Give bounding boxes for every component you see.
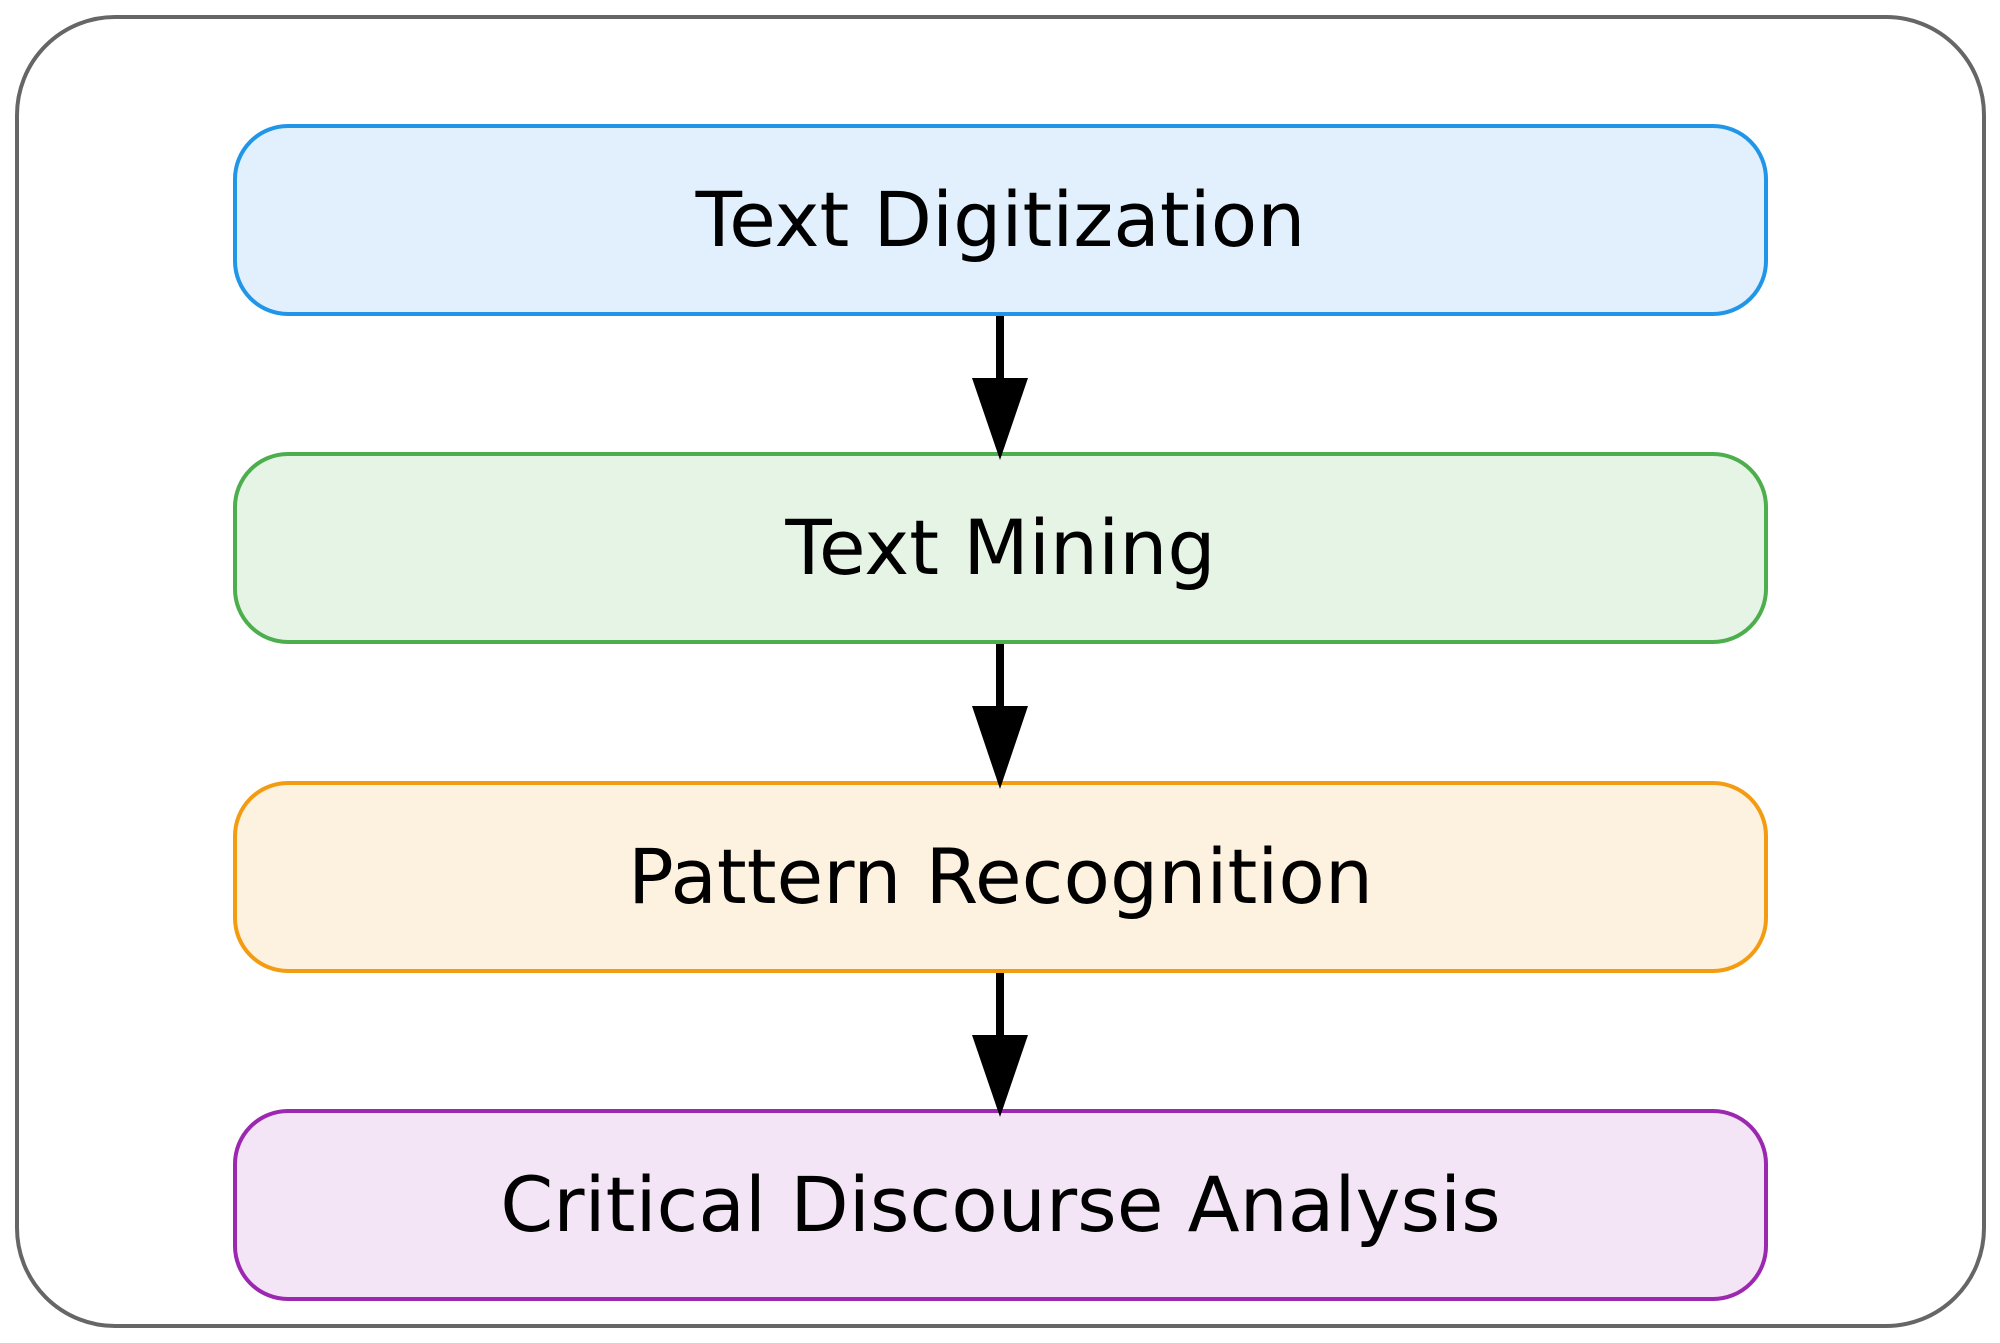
node-label: Pattern Recognition: [627, 832, 1374, 921]
node-pattern-recognition: Pattern Recognition: [233, 781, 1768, 973]
node-label: Text Digitization: [695, 175, 1306, 264]
node-text-mining: Text Mining: [233, 452, 1768, 644]
node-critical-discourse-analysis: Critical Discourse Analysis: [233, 1109, 1768, 1301]
node-text-digitization: Text Digitization: [233, 124, 1768, 316]
node-label: Critical Discourse Analysis: [500, 1160, 1501, 1249]
node-label: Text Mining: [785, 503, 1216, 592]
